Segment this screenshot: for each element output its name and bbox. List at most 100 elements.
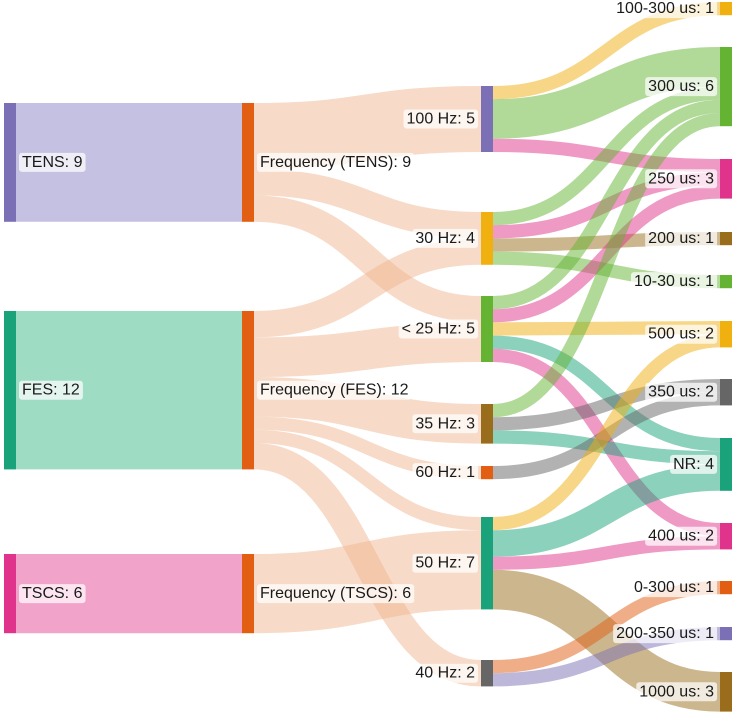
node-label-bg [645,169,718,189]
node-ftens [242,103,254,222]
node-us500 [720,321,732,348]
node-label-bg [257,380,412,400]
node-hz25 [481,296,493,362]
node-hz35 [481,404,493,444]
node-label-us250: 250 us: 3 [645,169,718,189]
node-label-us300: 300 us: 6 [645,77,718,97]
node-label-bg [645,77,718,97]
node-label-text: 1000 us: 3 [639,683,714,700]
link-ffes-to-hz25 [253,322,482,377]
node-label-bg [257,152,415,172]
node-label-bg [19,584,86,604]
node-label-text: Frequency (FES): 12 [260,382,409,399]
node-label-ftscs: Frequency (TSCS): 6 [257,584,415,604]
node-label-us200: 200 us: 1 [645,229,718,249]
nodes-layer [4,2,732,712]
node-hz60 [481,466,493,480]
node-us350 [720,379,732,406]
link-ftens-to-hz30 [253,169,482,239]
node-label-text: 40 Hz: 2 [415,665,475,682]
node-us250 [720,159,732,199]
node-label-text: 300 us: 6 [648,78,714,95]
node-us200_350 [720,627,732,641]
node-label-text: 60 Hz: 1 [415,464,475,481]
node-label-us200_350: 200-350 us: 1 [613,624,718,644]
node-label-bg [412,553,479,573]
node-us0_300 [720,581,732,595]
node-label-ffes: Frequency (FES): 12 [257,380,412,400]
node-label-text: FES: 12 [22,382,80,399]
node-hz40 [481,660,493,687]
node-label-text: 400 us: 2 [648,528,714,545]
link-ffes-to-hz50 [253,429,482,531]
node-label-text: 100-300 us: 1 [616,0,714,17]
node-label-us10_30: 10-30 us: 1 [630,272,718,292]
node-us300 [720,47,732,127]
node-label-text: NR: 4 [673,456,714,473]
node-hz30 [481,212,493,265]
node-label-bg [636,682,718,702]
node-label-bg [645,229,718,249]
link-ftens-to-hz25 [253,195,482,323]
node-tens [4,103,16,222]
node-label-nr: NR: 4 [670,454,718,474]
node-label-text: 35 Hz: 3 [415,415,475,432]
link-hz25-to-nr [492,335,721,452]
node-tscs [4,554,16,634]
node-label-text: 500 us: 2 [648,326,714,343]
node-label-text: 200-350 us: 1 [616,625,714,642]
node-label-text: 250 us: 3 [648,170,714,187]
link-hz35-to-us300 [492,113,721,418]
node-label-bg [257,584,415,604]
link-ffes-to-hz30 [253,238,482,338]
node-label-text: TENS: 9 [22,154,83,171]
node-label-bg [19,380,83,400]
node-label-bg [412,663,479,683]
node-label-text: < 25 Hz: 5 [402,321,475,338]
node-us400 [720,523,732,550]
node-label-bg [645,382,718,402]
node-ffes [242,311,254,470]
link-hz50-to-nr [492,464,721,557]
node-us200 [720,232,732,246]
node-label-bg [412,414,479,434]
node-label-us1000: 1000 us: 3 [636,682,718,702]
node-label-bg [670,454,718,474]
node-label-hz40: 40 Hz: 2 [412,663,479,683]
node-label-bg [630,578,718,598]
node-label-hz35: 35 Hz: 3 [412,414,479,434]
link-hz100-to-us300 [492,47,721,139]
node-label-us350: 350 us: 2 [645,382,718,402]
node-label-hz50: 50 Hz: 7 [412,553,479,573]
node-label-text: 200 us: 1 [648,230,714,247]
node-us100_300 [720,2,732,16]
node-label-text: Frequency (TSCS): 6 [260,585,411,602]
link-hz25-to-us300 [492,99,721,310]
node-label-bg [613,0,718,19]
node-label-bg [412,228,479,248]
node-label-bg [630,272,718,292]
node-fes [4,311,16,470]
node-label-text: 350 us: 2 [648,384,714,401]
node-label-hz100: 100 Hz: 5 [403,109,479,129]
node-ftscs [242,554,254,634]
node-label-bg [645,526,718,546]
node-us10_30 [720,275,732,289]
node-label-ftens: Frequency (TENS): 9 [257,152,415,172]
node-label-bg [403,109,479,129]
node-label-bg [645,324,718,344]
node-label-bg [19,152,86,172]
node-label-text: Frequency (TENS): 9 [260,154,411,171]
node-label-hz30: 30 Hz: 4 [412,228,479,248]
node-label-text: 10-30 us: 1 [634,273,714,290]
node-hz100 [481,86,493,152]
node-nr [720,438,732,491]
node-label-us0_300: 0-300 us: 1 [630,578,718,598]
link-hz30-to-us300 [492,86,721,226]
node-label-us100_300: 100-300 us: 1 [613,0,718,19]
node-us1000 [720,672,732,712]
node-label-us500: 500 us: 2 [645,324,718,344]
node-label-text: 0-300 us: 1 [634,579,714,596]
